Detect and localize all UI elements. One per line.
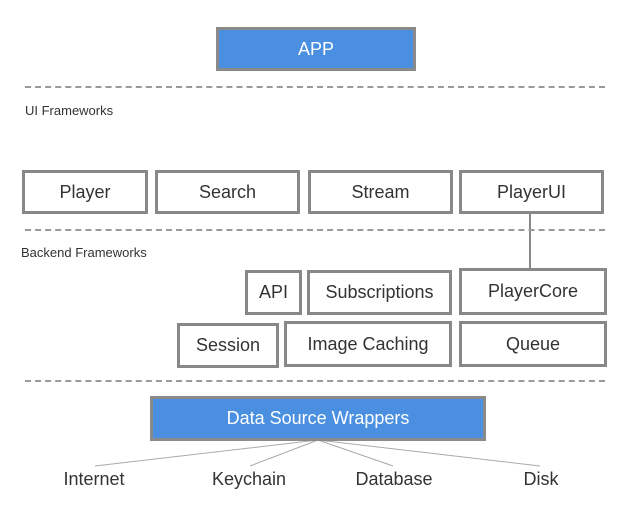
queue-module: Queue — [459, 321, 607, 367]
search-module-label: Search — [198, 181, 257, 202]
wrapper-to-database-line — [317, 439, 394, 467]
app-box: APP — [216, 27, 416, 71]
image-caching-module-label: Image Caching — [307, 333, 429, 354]
data-source-wrappers-box: Data Source Wrappers — [150, 396, 486, 441]
divider-ui-backend — [25, 229, 605, 231]
wrapper-to-internet-line — [94, 439, 319, 467]
backend-frameworks-label: Backend Frameworks — [21, 245, 147, 260]
search-module: Search — [155, 170, 300, 214]
wrapper-to-keychain-line — [249, 439, 319, 467]
keychain-label: Keychain — [211, 469, 287, 489]
stream-module: Stream — [308, 170, 453, 214]
subscriptions-module-label: Subscriptions — [325, 282, 434, 302]
wrapper-to-disk-line — [317, 439, 541, 467]
app-label: APP — [297, 38, 335, 59]
ui-frameworks-label: UI Frameworks — [25, 103, 114, 118]
subscriptions-module: Subscriptions — [307, 270, 452, 315]
database-label: Database — [355, 469, 433, 489]
api-module-label: API — [258, 282, 288, 302]
playercore-module-label: PlayerCore — [487, 281, 579, 301]
divider-backend-data — [25, 380, 605, 382]
playerui-module: PlayerUI — [459, 170, 604, 214]
image-caching-module: Image Caching — [284, 321, 452, 367]
session-module-label: Session — [195, 335, 261, 355]
stream-module-label: Stream — [351, 181, 410, 202]
player-module-label: Player — [59, 181, 111, 202]
queue-module-label: Queue — [505, 333, 561, 354]
internet-label: Internet — [63, 469, 125, 489]
playercore-module: PlayerCore — [459, 268, 607, 315]
session-module: Session — [177, 323, 279, 368]
data-source-wrappers-label: Data Source Wrappers — [226, 408, 410, 428]
api-module: API — [245, 270, 302, 315]
divider-app-ui — [25, 86, 605, 88]
player-module: Player — [22, 170, 148, 214]
playerui-module-label: PlayerUI — [496, 181, 567, 202]
disk-label: Disk — [523, 469, 559, 489]
